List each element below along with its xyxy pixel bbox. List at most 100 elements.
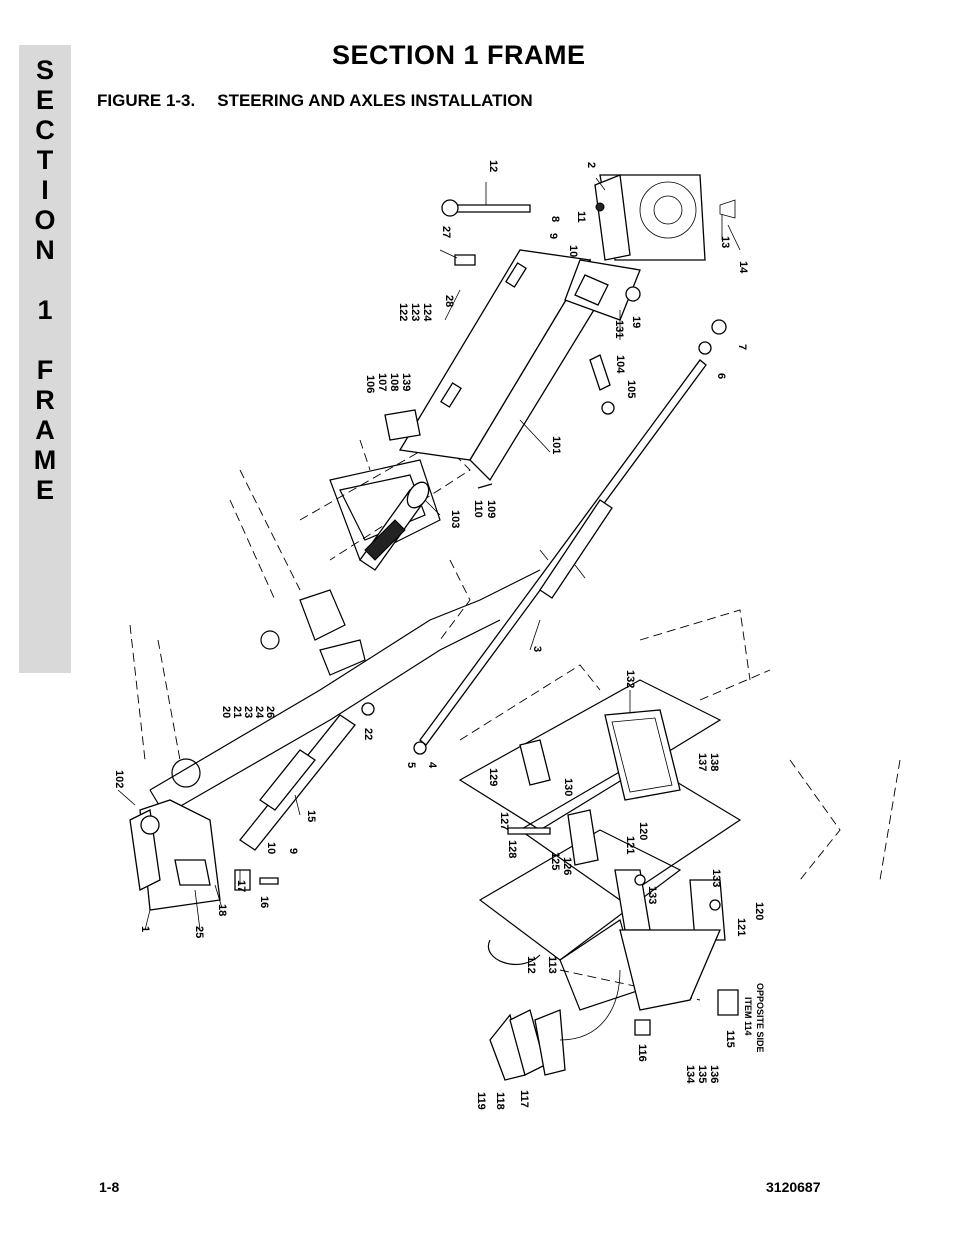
- callout: OPPOSITE SIDE: [755, 983, 765, 1053]
- callout: 137: [696, 753, 708, 771]
- side-tab-letter: S: [35, 55, 54, 85]
- side-tab-letter: I: [41, 175, 49, 205]
- callout: 120: [753, 902, 765, 920]
- callout: 136: [708, 1065, 720, 1083]
- callout: 130: [562, 778, 574, 796]
- brackets: [489, 869, 739, 1081]
- callout: 101: [550, 436, 562, 454]
- page-number: 1-8: [99, 1179, 120, 1195]
- callout: 4: [426, 762, 438, 769]
- callout: 12: [487, 160, 499, 172]
- side-tab-letter: O: [34, 205, 56, 235]
- document-number: 3120687: [766, 1179, 821, 1195]
- side-tab-letter: T: [36, 145, 54, 175]
- callout: 108: [388, 373, 400, 391]
- side-tab-letter: E: [35, 85, 54, 115]
- callout: 27: [440, 226, 452, 238]
- callout: 21: [231, 706, 243, 718]
- callout: 134: [684, 1065, 696, 1084]
- callout: 20: [220, 706, 232, 718]
- callout: 128: [506, 840, 518, 858]
- leader-lines: [117, 177, 723, 931]
- callout: 8: [549, 216, 561, 222]
- tie-rod: [413, 359, 707, 755]
- steering-spindle: [384, 174, 741, 489]
- callout: 121: [735, 918, 747, 936]
- section-title: SECTION 1 FRAME: [332, 40, 586, 70]
- side-tab-letter: E: [35, 475, 54, 505]
- callout: 24: [253, 706, 265, 719]
- callout: 107: [376, 373, 388, 391]
- callout: 135: [696, 1065, 708, 1083]
- axle-assembly: [359, 249, 641, 571]
- callout: 16: [258, 896, 270, 908]
- callout: ITEM 114: [743, 997, 753, 1036]
- callout: 22: [362, 728, 374, 740]
- callout: 102: [113, 770, 125, 788]
- callout: 17: [235, 880, 247, 892]
- callout: 11: [575, 211, 587, 223]
- callout: 6: [715, 373, 727, 379]
- callout: 10: [265, 842, 277, 854]
- callout: 26: [264, 706, 276, 718]
- callout: 25: [193, 926, 205, 938]
- callout: 104: [614, 355, 626, 374]
- callout: 14: [737, 261, 749, 274]
- side-tab-letter: C: [35, 115, 55, 145]
- side-tab-letter: R: [35, 385, 55, 415]
- side-tab-letter: N: [35, 235, 55, 265]
- side-tab-letter: A: [35, 415, 55, 445]
- callout-labels: 12 2 8 11 9 10 27 13 14 28 122 123 124 1…: [113, 160, 765, 1110]
- callout: 110: [472, 500, 484, 518]
- callout: 109: [485, 500, 497, 518]
- callout: 133: [646, 886, 658, 904]
- figure-title: FIGURE 1-3. STEERING AND AXLES INSTALLATI…: [97, 91, 533, 111]
- callout: 119: [475, 1092, 487, 1110]
- callout: 106: [364, 375, 376, 393]
- callout: 131: [613, 320, 625, 338]
- callout: 9: [287, 848, 299, 854]
- callout: 113: [546, 956, 558, 974]
- callout: 116: [636, 1044, 648, 1062]
- side-tab-letter: F: [36, 355, 54, 385]
- callout: 112: [525, 956, 537, 974]
- callout: 139: [400, 373, 412, 391]
- callout: 5: [405, 762, 417, 768]
- callout: 115: [724, 1030, 736, 1048]
- callout: 28: [443, 295, 455, 307]
- tank: [507, 709, 681, 866]
- frame-body: [149, 459, 742, 1011]
- callout: 23: [242, 706, 254, 718]
- frame-phantom-lines: [129, 439, 901, 1001]
- callout: 126: [561, 857, 573, 875]
- callout: 124: [421, 303, 433, 322]
- callout: 7: [736, 344, 748, 350]
- callout: 117: [518, 1090, 530, 1108]
- callout: 138: [708, 753, 720, 771]
- callout: 105: [625, 380, 637, 398]
- callout: 133: [710, 869, 722, 887]
- callout: 118: [494, 1092, 506, 1110]
- callout: 120: [637, 822, 649, 840]
- callout: 2: [585, 162, 597, 168]
- callout: 10: [567, 245, 579, 257]
- callout: 19: [630, 316, 642, 328]
- callout: 121: [624, 836, 636, 854]
- callout: 127: [498, 812, 510, 830]
- callout: 125: [549, 852, 561, 870]
- callout: 18: [216, 904, 228, 916]
- callout: 9: [547, 233, 559, 239]
- side-tab-letter: 1: [37, 295, 53, 325]
- figure-label: FIGURE 1-3.: [97, 91, 196, 110]
- callout: 103: [449, 510, 461, 528]
- callout: 132: [624, 670, 636, 688]
- callout: 122: [397, 303, 409, 321]
- callout: 123: [409, 303, 421, 321]
- callout: 129: [487, 768, 499, 786]
- callout: 13: [719, 236, 731, 248]
- callout: 3: [531, 646, 543, 652]
- figure-caption: STEERING AND AXLES INSTALLATION: [217, 91, 533, 110]
